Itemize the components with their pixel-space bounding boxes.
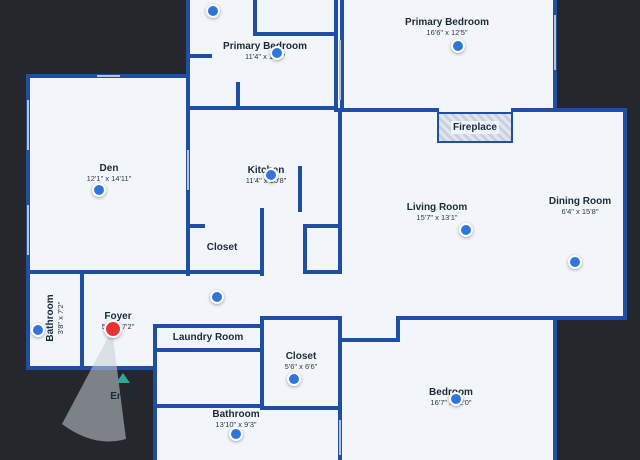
map-pin-icon[interactable] <box>449 392 463 406</box>
room-dimensions: 15'7" x 13'1" <box>416 212 458 222</box>
current-location-icon[interactable] <box>104 320 122 338</box>
room-label-dining-room: Dining Room 6'4" x 15'8" <box>549 196 611 216</box>
map-pin-icon[interactable] <box>459 223 473 237</box>
room-dimensions: 13'10" x 9'3" <box>215 419 257 429</box>
room-label-closet-bottom: Closet 5'6" x 6'6" <box>285 351 318 371</box>
room-name: Dining Room <box>548 196 612 207</box>
map-pin-icon[interactable] <box>270 46 284 60</box>
room-label-den: Den 12'1" x 14'11" <box>87 163 132 183</box>
room-name: Primary Bedroom <box>223 41 307 52</box>
fireplace-label: Fireplace <box>451 121 499 134</box>
map-pin-icon[interactable] <box>287 372 301 386</box>
room-name: Bathroom <box>212 409 260 420</box>
room-label-laundry-room: Laundry Room <box>173 332 244 344</box>
room-label-living-room: Living Room 15'7" x 13'1" <box>407 202 468 222</box>
room-dimensions: 5'6" x 6'6" <box>284 361 318 371</box>
windows <box>27 15 556 455</box>
map-pin-icon[interactable] <box>568 255 582 269</box>
map-pin-icon[interactable] <box>451 39 465 53</box>
room-label-primary-bedroom-left: Primary Bedroom 11'4" x 11'6" <box>223 41 307 61</box>
room-label-bathroom-left: Bathroom 3'8" x 7'2" <box>45 294 65 341</box>
room-name: Closet <box>206 242 238 253</box>
room-dimensions: 3'8" x 7'2" <box>55 301 65 335</box>
room-dimensions: 11'4" x 11'6" <box>244 51 286 61</box>
room-name: Bathroom <box>44 294 56 342</box>
floor-areas <box>28 0 625 460</box>
entry-label: Entry <box>110 391 136 402</box>
room-name: Laundry Room <box>172 332 244 343</box>
map-pin-icon[interactable] <box>92 183 106 197</box>
map-pin-icon[interactable] <box>210 290 224 304</box>
room-label-primary-bedroom-top: Primary Bedroom 16'6" x 12'5" <box>405 17 489 37</box>
fireplace: Fireplace <box>437 112 513 143</box>
room-name: Den <box>99 163 119 174</box>
room-dimensions: 16'6" x 12'5" <box>426 27 468 37</box>
room-name: Living Room <box>406 202 468 213</box>
map-pin-icon[interactable] <box>31 323 45 337</box>
map-pin-icon[interactable] <box>229 427 243 441</box>
room-dimensions: 12'1" x 14'11" <box>86 173 132 183</box>
room-name: Closet <box>285 351 317 362</box>
room-name: Foyer <box>104 311 132 322</box>
room-name: Primary Bedroom <box>405 17 489 28</box>
room-dimensions: 6'4" x 15'8" <box>561 206 599 216</box>
map-pin-icon[interactable] <box>264 168 278 182</box>
map-pin-icon[interactable] <box>206 4 220 18</box>
room-label-closet-mid: Closet <box>207 242 238 254</box>
room-label-bathroom-bottom: Bathroom 13'10" x 9'3" <box>212 409 259 429</box>
entry-triangle-icon[interactable] <box>116 373 130 383</box>
view-cone-icon <box>62 330 126 442</box>
